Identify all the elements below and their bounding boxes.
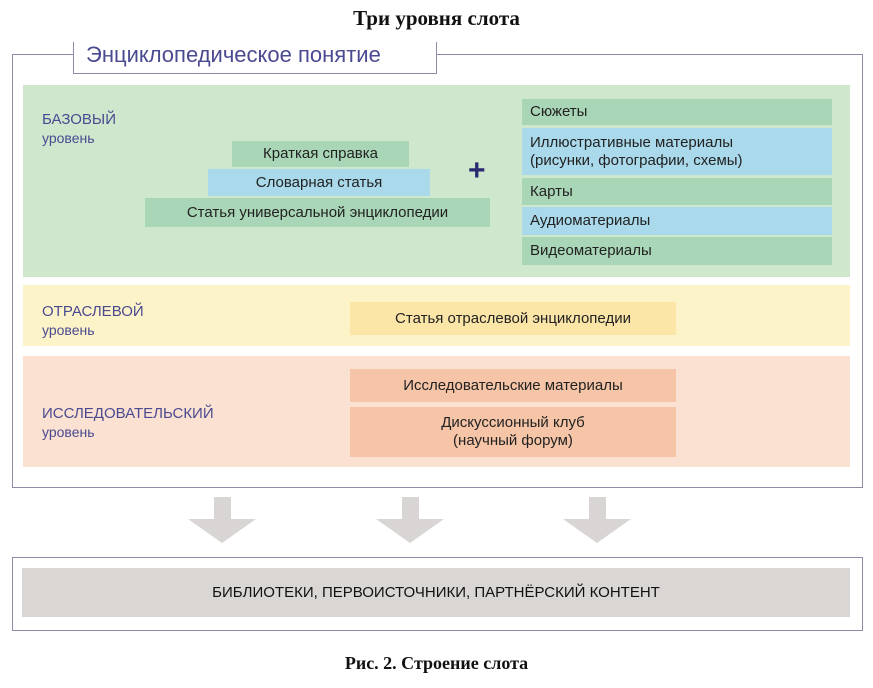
research-level-label: ИССЛЕДОВАТЕЛЬСКИЙ уровень bbox=[42, 404, 214, 442]
sources-box: БИБЛИОТЕКИ, ПЕРВОИСТОЧНИКИ, ПАРТНЁРСКИЙ … bbox=[22, 568, 850, 617]
box-line: (научный форум) bbox=[453, 432, 573, 449]
encyclopedic-concept-frame bbox=[12, 54, 863, 488]
arrows bbox=[188, 497, 631, 543]
figure-caption: Рис. 2. Строение слота bbox=[344, 653, 529, 673]
diagram-title: Три уровня слота bbox=[353, 6, 520, 30]
material-illustrations: Иллюстративные материалы (рисунки, фотог… bbox=[522, 128, 832, 175]
down-arrow-icon bbox=[563, 497, 631, 543]
level-name: БАЗОВЫЙ bbox=[42, 111, 116, 128]
level-name: ИССЛЕДОВАТЕЛЬСКИЙ bbox=[42, 405, 214, 422]
level-word: уровень bbox=[42, 130, 95, 146]
down-arrow-icon bbox=[188, 497, 256, 543]
material-audio: Аудиоматериалы bbox=[522, 207, 832, 235]
universal-encyclopedia-article-box: Статья универсальной энциклопедии bbox=[145, 198, 490, 227]
material-plots: Сюжеты bbox=[522, 99, 832, 125]
down-arrow-icon bbox=[376, 497, 444, 543]
research-materials-box: Исследовательские материалы bbox=[350, 369, 676, 402]
sources-frame bbox=[12, 557, 863, 631]
short-reference-box: Краткая справка bbox=[232, 141, 409, 167]
level-name: ОТРАСЛЕВОЙ bbox=[42, 303, 144, 320]
frame-label: Энциклопедическое понятие bbox=[73, 42, 437, 74]
material-video: Видеоматериалы bbox=[522, 237, 832, 265]
box-line: Дискуссионный клуб bbox=[441, 414, 585, 431]
branch-encyclopedia-article-box: Статья отраслевой энциклопедии bbox=[350, 302, 676, 335]
material-maps: Карты bbox=[522, 178, 832, 205]
discussion-club-box: Дискуссионный клуб (научный форум) bbox=[350, 407, 676, 457]
plus-icon: + bbox=[468, 154, 486, 187]
level-word: уровень bbox=[42, 424, 95, 440]
level-word: уровень bbox=[42, 322, 95, 338]
basic-level-label: БАЗОВЫЙ уровень bbox=[42, 110, 116, 148]
branch-level-label: ОТРАСЛЕВОЙ уровень bbox=[42, 302, 144, 340]
dictionary-article-box: Словарная статья bbox=[208, 169, 430, 196]
